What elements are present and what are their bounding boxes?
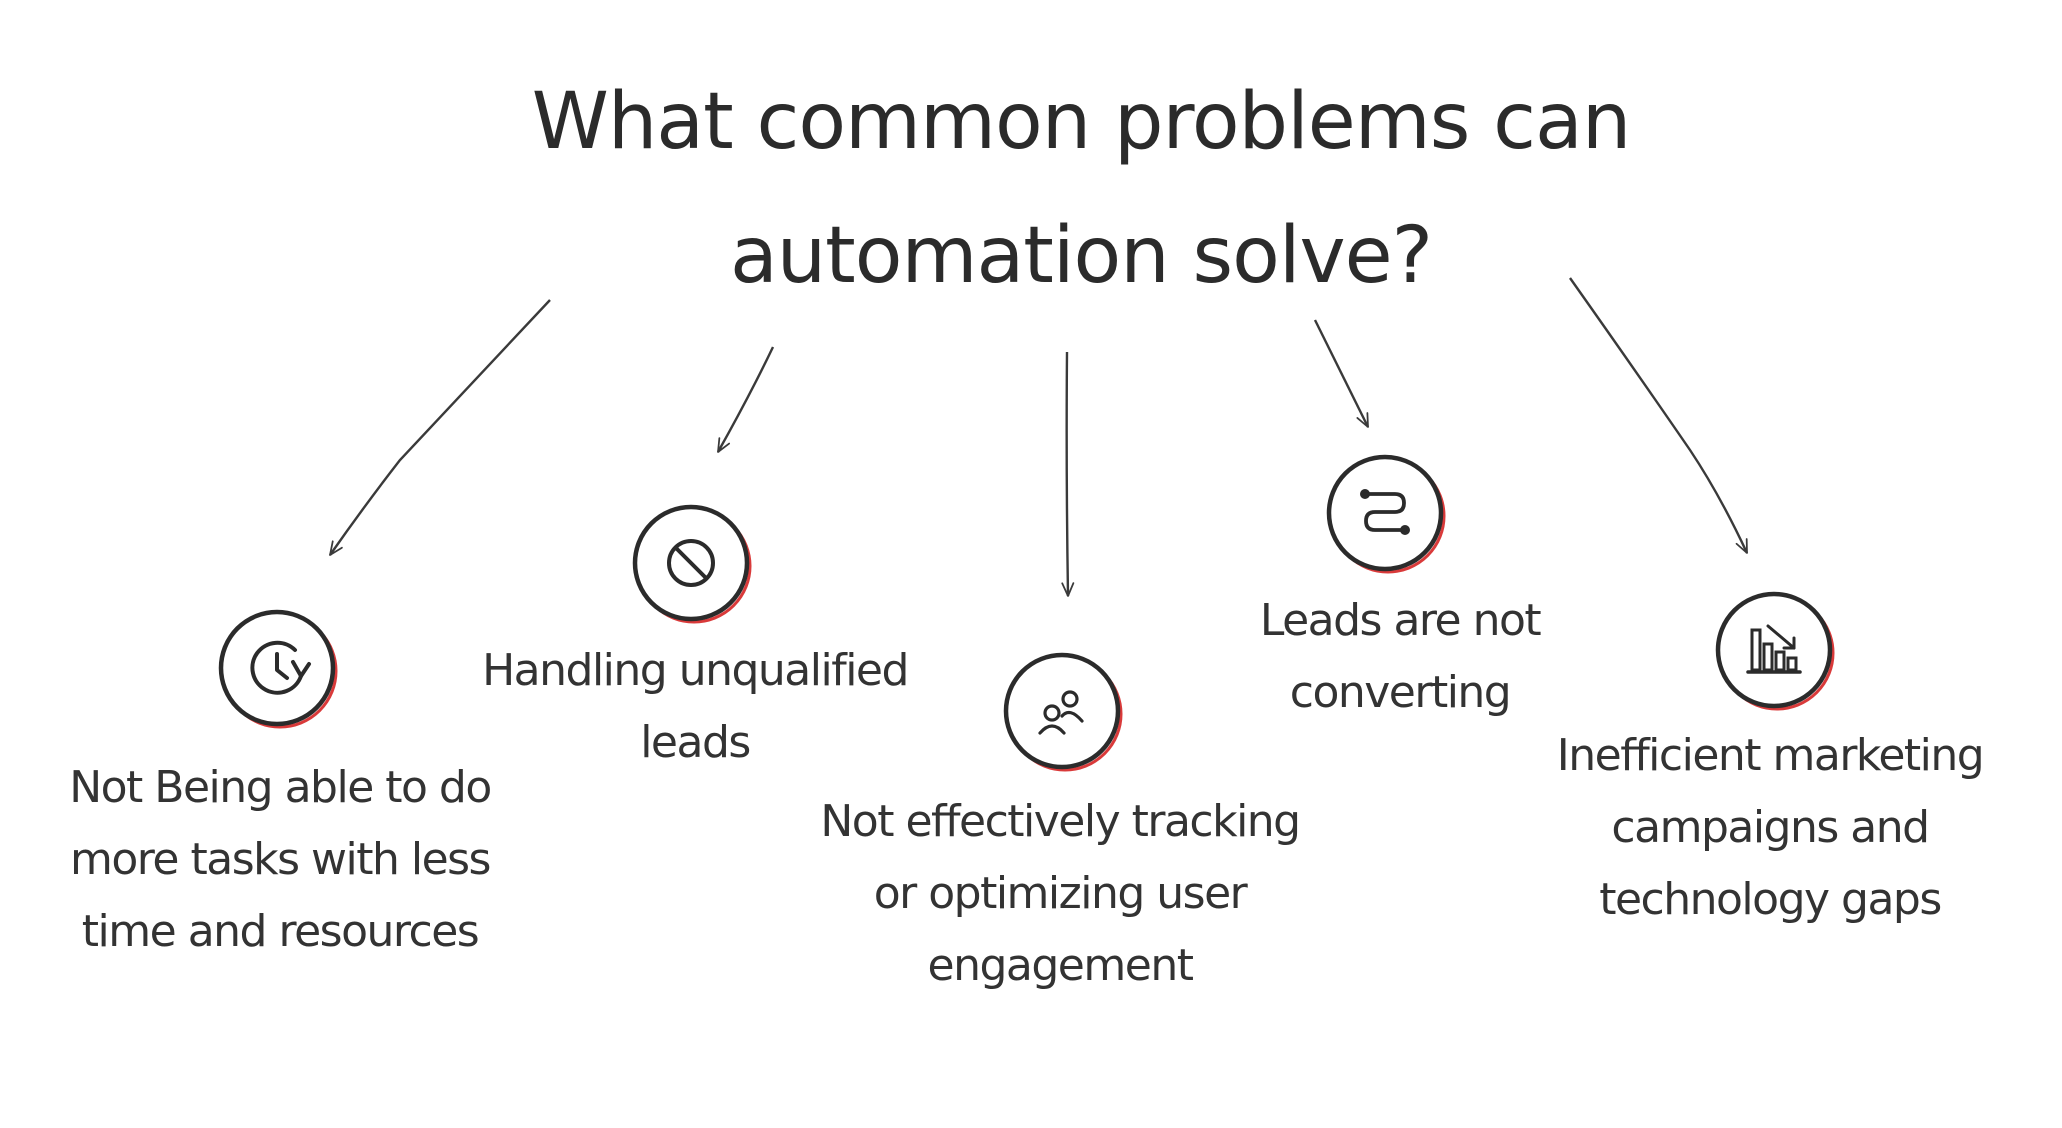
problem-label-inefficient-campaigns: Inefficient marketing campaigns and tech… xyxy=(1556,730,1985,925)
route-icon xyxy=(1326,454,1446,574)
problem-label-unqualified-leads: Handling unqualified leads xyxy=(482,645,909,768)
arrow-1 xyxy=(329,299,551,556)
prohibited-icon xyxy=(632,504,752,624)
arrow-4 xyxy=(1313,319,1370,428)
clock-refresh-icon xyxy=(218,609,338,729)
arrow-5 xyxy=(1569,277,1749,554)
arrow-3 xyxy=(1061,351,1075,597)
problem-label-leads-not-converting: Leads are not converting xyxy=(1259,595,1542,718)
users-icon xyxy=(1003,652,1123,772)
problem-label-time-resources: Not Being able to do more tasks with les… xyxy=(69,762,492,957)
arrow-2 xyxy=(716,346,775,453)
problem-label-user-engagement: Not effectively tracking or optimizing u… xyxy=(820,796,1301,991)
diagram-title: What common problems can automation solv… xyxy=(531,77,1632,301)
chart-declining-icon xyxy=(1715,591,1835,711)
